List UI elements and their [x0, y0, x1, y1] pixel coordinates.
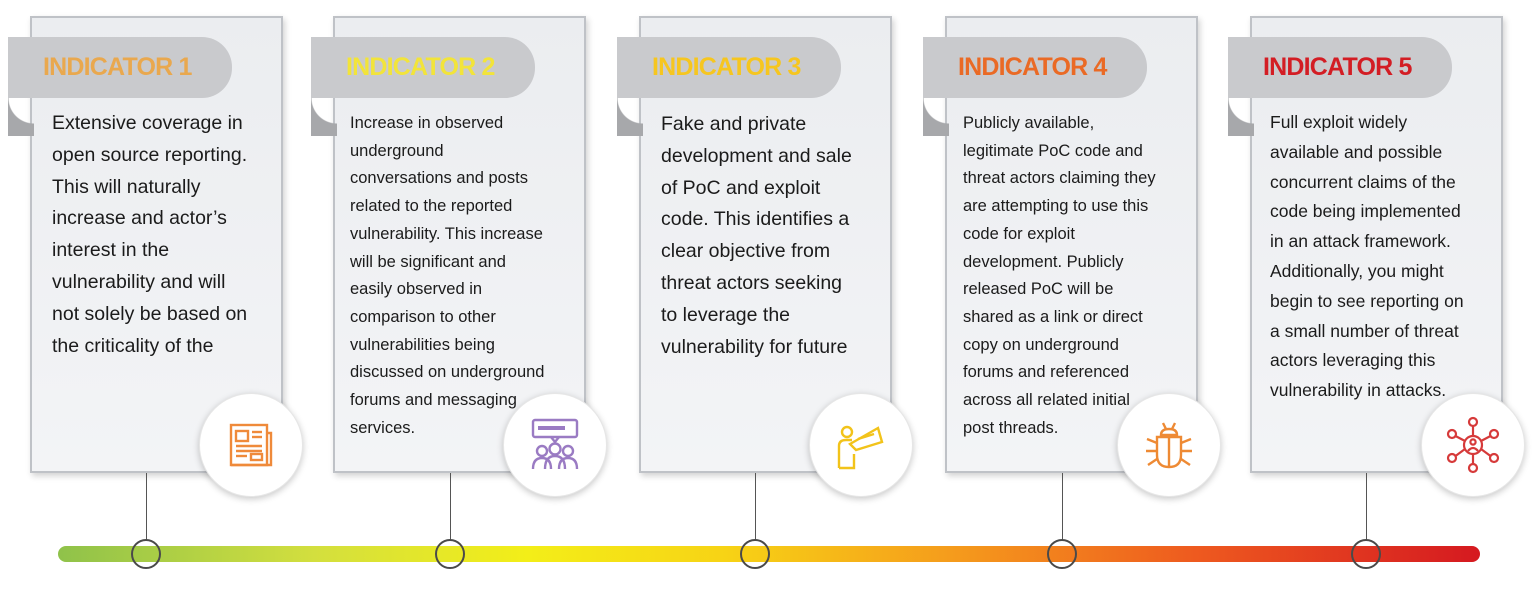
description-line: Publicly available,: [963, 114, 1095, 132]
description-line: in an attack framework.: [1270, 231, 1451, 252]
description-line: interest in the: [52, 239, 170, 262]
ribbon-fold: [923, 98, 949, 136]
indicator-1-description: Extensive coverage in open source report…: [52, 108, 277, 362]
description-line: Additionally, you might: [1270, 260, 1444, 281]
bug-icon: [1117, 393, 1221, 497]
description-line: open source reporting.: [52, 143, 248, 166]
description-line: the criticality of the: [52, 334, 214, 357]
description-line: code. This identifies a: [661, 208, 850, 231]
description-line: across all related initial: [963, 391, 1130, 410]
description-line: actors leveraging this: [1270, 350, 1436, 371]
description-line: vulnerability in attacks.: [1270, 380, 1447, 401]
ribbon-fold: [617, 98, 643, 136]
description-line: forums and messaging: [350, 391, 517, 410]
network-hub-icon: [1421, 393, 1525, 497]
description-line: post threads.: [963, 418, 1059, 437]
indicator-3-title: INDICATOR 3: [652, 53, 801, 81]
description-line: released PoC will be: [963, 280, 1114, 299]
description-line: Full exploit widely: [1270, 112, 1408, 132]
description-line: not solely be based on: [52, 302, 248, 325]
description-line: vulnerability and will: [52, 270, 226, 293]
ribbon-fold: [1228, 98, 1254, 136]
description-line: related to the reported: [350, 197, 513, 216]
indicator-1-tab: INDICATOR 1: [8, 37, 232, 98]
description-line: will be significant and: [350, 252, 506, 271]
indicator-4-tab: INDICATOR 4: [923, 37, 1147, 98]
description-line: vulnerabilities being: [350, 335, 495, 354]
newspaper-icon: [199, 393, 303, 497]
indicator-3-tab: INDICATOR 3: [617, 37, 841, 98]
description-line: begin to see reporting on: [1270, 290, 1464, 311]
description-line: clear objective from: [661, 240, 831, 263]
description-line: to leverage the: [661, 303, 791, 326]
timeline-marker-3: [740, 539, 770, 569]
timeline-marker-5: [1351, 539, 1381, 569]
description-line: a small number of threat: [1270, 320, 1459, 341]
connector-line: [1062, 473, 1063, 541]
description-line: vulnerability. This increase: [350, 224, 543, 243]
connector-line: [755, 473, 756, 541]
description-line: forums and referenced: [963, 363, 1130, 382]
description-line: discussed on underground: [350, 363, 545, 382]
indicator-2-description: Increase in observed underground convers…: [350, 110, 580, 442]
timeline-marker-4: [1047, 539, 1077, 569]
indicator-4-title: INDICATOR 4: [958, 53, 1107, 81]
timeline-marker-1: [131, 539, 161, 569]
description-line: concurrent claims of the: [1270, 171, 1456, 192]
description-line: Fake and private: [661, 113, 807, 135]
ribbon-fold: [311, 98, 337, 136]
description-line: conversations and posts: [350, 169, 528, 188]
description-line: vulnerability for future: [661, 335, 848, 358]
description-line: code for exploit: [963, 224, 1075, 243]
description-line: legitimate PoC code and: [963, 141, 1143, 160]
ribbon-fold: [8, 98, 34, 136]
description-line: of PoC and exploit: [661, 176, 821, 199]
description-line: comparison to other: [350, 307, 496, 326]
connector-line: [1366, 473, 1367, 541]
indicator-1-title: INDICATOR 1: [43, 53, 192, 81]
timeline-marker-2: [435, 539, 465, 569]
description-line: underground: [350, 141, 444, 160]
description-line: are attempting to use this: [963, 197, 1149, 216]
description-line: services.: [350, 418, 416, 437]
description-line: Increase in observed: [350, 114, 504, 132]
indicator-2-title: INDICATOR 2: [346, 53, 495, 81]
indicator-5-title: INDICATOR 5: [1263, 53, 1412, 81]
description-line: development. Publicly: [963, 252, 1124, 271]
description-line: available and possible: [1270, 141, 1443, 162]
indicator-4-description: Publicly available, legitimate PoC code …: [963, 110, 1195, 442]
indicator-5-description: Full exploit widely available and possib…: [1270, 108, 1502, 406]
description-line: code being implemented: [1270, 201, 1461, 222]
description-line: copy on underground: [963, 335, 1119, 354]
description-line: easily observed in: [350, 280, 483, 299]
indicator-5-tab: INDICATOR 5: [1228, 37, 1452, 98]
connector-line: [450, 473, 451, 541]
spyglass-icon: [809, 393, 913, 497]
group-chat-icon: [503, 393, 607, 497]
description-line: increase and actor’s: [52, 207, 227, 230]
description-line: shared as a link or direct: [963, 307, 1143, 326]
description-line: threat actors claiming they: [963, 169, 1156, 188]
indicator-3-description: Fake and private development and sale of…: [661, 109, 891, 363]
description-line: threat actors seeking: [661, 271, 843, 294]
description-line: development and sale: [661, 144, 852, 167]
description-line: Extensive coverage in: [52, 112, 243, 134]
indicator-2-tab: INDICATOR 2: [311, 37, 535, 98]
description-line: This will naturally: [52, 175, 201, 198]
connector-line: [146, 473, 147, 541]
